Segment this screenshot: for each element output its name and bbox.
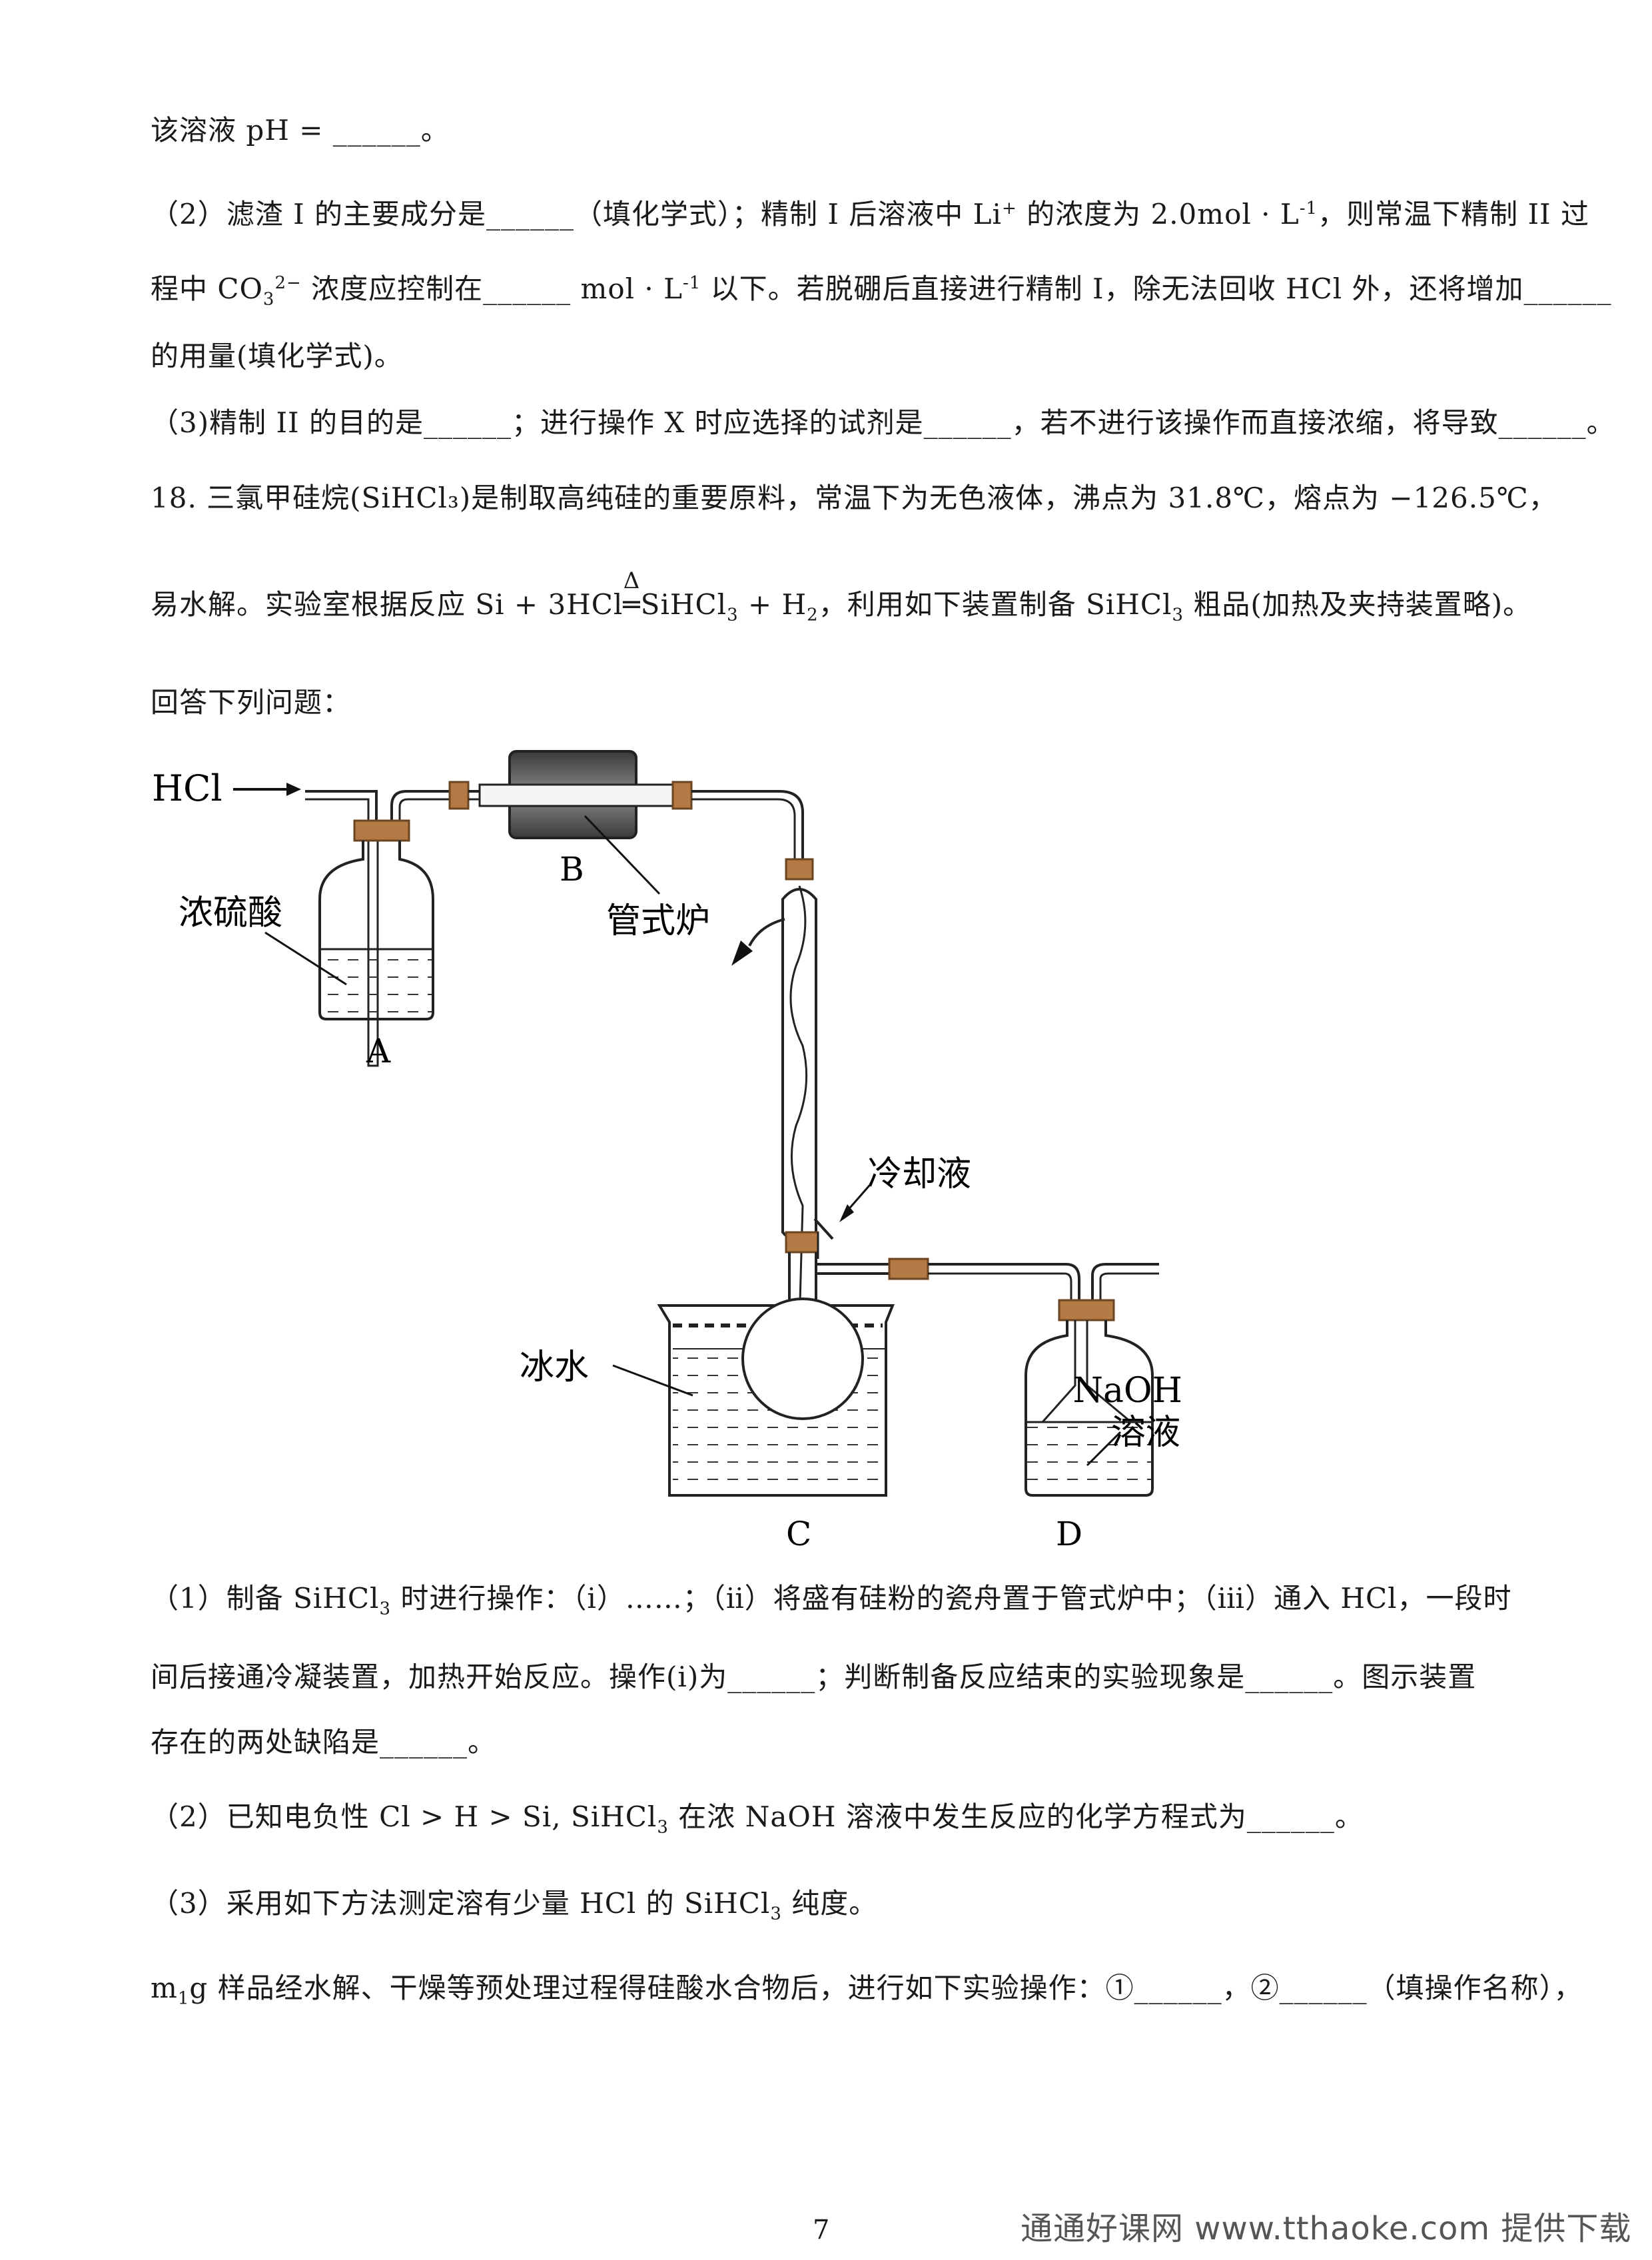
line-text: （3)精制 II 的目的是______；进行操作 X 时应选择的试剂是_____… xyxy=(151,406,1615,439)
subscript: 2 xyxy=(807,605,819,625)
subscript: 3 xyxy=(727,605,739,625)
ice-water-label: 冰水 xyxy=(520,1347,589,1387)
superscript: -1 xyxy=(1299,198,1318,218)
absorption-bottle-d xyxy=(1025,1299,1154,1497)
label-c: C xyxy=(786,1515,811,1553)
subquestion-1-line-3: 存在的两处缺陷是______。 xyxy=(151,1722,1523,1762)
subscript: 3 xyxy=(770,1904,782,1924)
text-line-3: 程中 CO32− 浓度应控制在______ mol · L-1 以下。若脱硼后直… xyxy=(151,263,1611,319)
line-text: SiHCl xyxy=(640,588,727,621)
subscript: 3 xyxy=(262,289,275,310)
coolant-label: 冷却液 xyxy=(867,1154,971,1194)
line-text: （1）制备 SiHCl xyxy=(151,1582,380,1615)
apparatus-diagram: HCl 浓硫酸 A B xyxy=(152,750,1182,1553)
tube-furnace-label: 管式炉 xyxy=(606,901,710,941)
subscript: 3 xyxy=(1172,605,1184,625)
subscript: 3 xyxy=(379,1599,392,1619)
subquestion-3: （3）采用如下方法测定溶有少量 HCl 的 SiHCl3 纯度。 xyxy=(151,1884,1523,1934)
equals-sign: ═ xyxy=(623,588,641,621)
line-text: m xyxy=(151,1972,178,2004)
subscript: 1 xyxy=(177,1988,190,2009)
line-text: 浓度应控制在______ mol · L xyxy=(301,272,683,305)
line-text: 该溶液 pH = ______。 xyxy=(151,114,450,147)
ice-water-bath-c xyxy=(657,1231,895,1497)
line-text: （2）已知电负性 Cl > H > Si, SiHCl xyxy=(151,1800,657,1833)
line-text: 易水解。实验室根据反应 Si + 3HCl xyxy=(151,588,623,621)
line-text: ，则常温下精制 II 过 xyxy=(1318,198,1589,230)
label-a: A xyxy=(366,1032,391,1070)
line-text: 纯度。 xyxy=(781,1887,878,1920)
heat-symbol: Δ xyxy=(623,567,641,594)
line-text: 时进行操作：（ⅰ）……；（ⅱ）将盛有硅粉的瓷舟置于管式炉中；（ⅲ）通入 HCl，… xyxy=(391,1582,1512,1615)
line-text: 存在的两处缺陷是______。 xyxy=(151,1726,497,1758)
subscript: 3 xyxy=(657,1817,669,1838)
text-line-5: （3)精制 II 的目的是______；进行操作 X 时应选择的试剂是_____… xyxy=(151,403,1615,443)
question-18-prompt: 回答下列问题： xyxy=(151,683,1523,723)
line-text: 是制取高纯硅的重要原料，常温下为无色液体，沸点为 31.8℃，熔点为 −126.… xyxy=(471,482,1557,514)
label-b: B xyxy=(560,850,584,889)
line-text: 间后接通冷凝装置，加热开始反应。操作(ⅰ)为______；判断制备反应结束的实验… xyxy=(151,1661,1477,1693)
download-watermark: 通通好课网 www.tthaoke.com 提供下载 xyxy=(1021,2210,1632,2247)
solution-label: 溶液 xyxy=(1111,1413,1180,1453)
subquestion-3-procedure: m1g 样品经水解、干燥等预处理过程得硅酸水合物后，进行如下实验操作：①____… xyxy=(151,1968,1582,2018)
gas-washing-bottle-a xyxy=(305,790,450,1067)
line-text: ，利用如下装置制备 SiHCl xyxy=(818,588,1172,621)
line-text: 在浓 NaOH 溶液中发生反应的化学方程式为______。 xyxy=(668,1800,1364,1833)
line-text: 回答下列问题： xyxy=(151,686,352,719)
text-line-4: 的用量(填化学式)。 xyxy=(151,336,1523,376)
concentrated-sulfuric-acid-label: 浓硫酸 xyxy=(179,893,282,933)
superscript: + xyxy=(1001,198,1017,218)
question-18-line-1: 18. 三氯甲硅烷(SiHCl₃)是制取高纯硅的重要原料，常温下为无色液体，沸点… xyxy=(151,478,1557,518)
line-text: + H xyxy=(738,588,807,621)
line-text: （2）滤渣 I 的主要成分是______（填化学式）；精制 I 后溶液中 Li xyxy=(151,198,1002,230)
line-text: 18. 三氯甲硅烷 xyxy=(151,482,350,514)
line-text: 程中 CO xyxy=(151,272,263,305)
formula: (SiHCl₃) xyxy=(350,482,472,514)
hcl-label: HCl xyxy=(152,767,222,809)
line-text: 的浓度为 2.0mol · L xyxy=(1017,198,1300,230)
superscript: -1 xyxy=(683,273,701,293)
coolant-inlet-arrow-icon xyxy=(839,1185,871,1222)
superscript: 2− xyxy=(274,273,302,293)
label-d: D xyxy=(1056,1515,1082,1553)
subquestion-1-line-1: （1）制备 SiHCl3 时进行操作：（ⅰ）……；（ⅱ）将盛有硅粉的瓷舟置于管式… xyxy=(151,1579,1523,1629)
subquestion-1-line-2: 间后接通冷凝装置，加热开始反应。操作(ⅰ)为______；判断制备反应结束的实验… xyxy=(151,1657,1523,1697)
page-number: 7 xyxy=(813,2215,830,2245)
reaction-arrow: Δ═ xyxy=(623,567,641,625)
line-text: g 样品经水解、干燥等预处理过程得硅酸水合物后，进行如下实验操作：①______… xyxy=(189,1972,1583,2004)
line-text: 的用量(填化学式)。 xyxy=(151,340,403,372)
hcl-inlet-arrow-icon xyxy=(233,783,301,796)
naoh-label: NaOH xyxy=(1073,1371,1182,1411)
text-line-1: 该溶液 pH = ______。 xyxy=(151,111,1523,151)
subquestion-2: （2）已知电负性 Cl > H > Si, SiHCl3 在浓 NaOH 溶液中… xyxy=(151,1797,1523,1847)
line-text: （3）采用如下方法测定溶有少量 HCl 的 SiHCl xyxy=(151,1887,771,1920)
line-text: 以下。若脱硼后直接进行精制 I，除无法回收 HCl 外，还将增加______ xyxy=(701,272,1612,305)
text-line-2: （2）滤渣 I 的主要成分是______（填化学式）；精制 I 后溶液中 Li+… xyxy=(151,188,1589,234)
line-text: 粗品(加热及夹持装置略)。 xyxy=(1184,588,1532,621)
tube-furnace-b xyxy=(478,750,674,839)
